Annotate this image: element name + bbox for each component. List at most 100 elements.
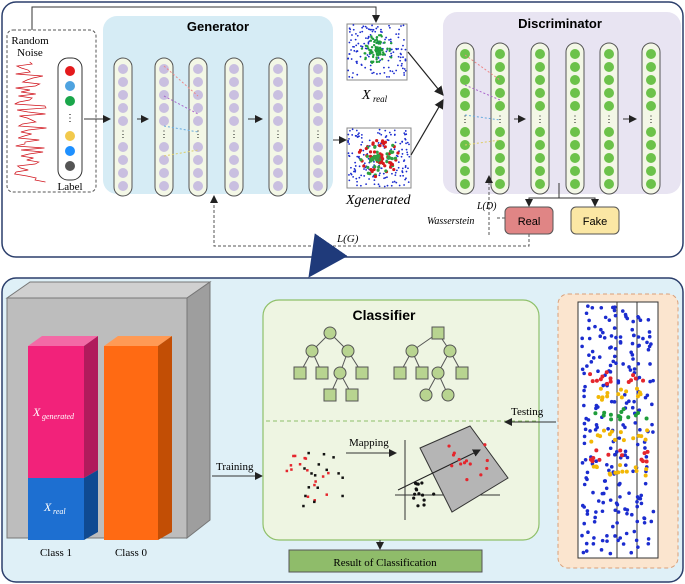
test-point [580, 503, 585, 508]
gen-point [377, 165, 381, 169]
tree-leaf [345, 388, 359, 402]
real-point [403, 74, 406, 76]
real-point [400, 25, 402, 27]
real-point [386, 47, 389, 50]
gen-point [405, 148, 408, 151]
generator-title: Generator [187, 19, 249, 34]
neuron [604, 153, 614, 163]
test-point [624, 314, 628, 319]
real-point [383, 66, 385, 69]
gen-point [347, 152, 350, 155]
classifier-box [262, 299, 540, 541]
mapped-red [468, 462, 472, 466]
test-point [591, 490, 595, 495]
test-point-class [624, 389, 629, 394]
class-point-black [325, 468, 328, 472]
gen-point [380, 157, 385, 161]
gen-point [379, 172, 381, 175]
test-point [627, 365, 631, 369]
test-point [635, 504, 640, 509]
neuron [495, 127, 505, 137]
real-point [392, 51, 395, 54]
test-point-class [616, 392, 621, 397]
gen-point [368, 139, 371, 142]
real-point [348, 41, 351, 44]
test-point [608, 498, 613, 502]
gen-point [395, 154, 398, 157]
real-point [383, 41, 386, 44]
gen-point [384, 136, 387, 139]
gen-point [397, 166, 400, 169]
real-point [400, 48, 403, 51]
gen-point [394, 174, 397, 177]
gen-point [378, 185, 381, 188]
test-point [633, 421, 638, 425]
test-point-class [645, 428, 650, 433]
real-point [371, 24, 373, 27]
test-point-class [616, 470, 621, 475]
test-point-class [591, 464, 596, 469]
real-point [352, 24, 355, 26]
gen-point [348, 179, 351, 182]
test-point [598, 334, 603, 338]
neuron [118, 90, 128, 100]
gen-point [375, 139, 379, 143]
neuron [535, 101, 545, 111]
real-point [387, 59, 390, 62]
gen-point [356, 180, 358, 183]
neuron [570, 153, 580, 163]
real-point [350, 58, 353, 60]
test-point [625, 511, 629, 516]
fake-button[interactable] [570, 206, 620, 235]
test-point [586, 304, 590, 308]
test-point [601, 383, 605, 388]
gen-point [402, 174, 405, 177]
test-point-class [633, 376, 638, 381]
neuron [495, 101, 505, 111]
neuron [495, 49, 505, 59]
test-point [605, 462, 609, 467]
gen-point [347, 141, 350, 144]
test-point [651, 430, 655, 434]
test-point [584, 541, 589, 546]
class-point-red [321, 475, 325, 478]
neuron [159, 90, 169, 100]
test-point [637, 375, 642, 380]
gen-point [348, 154, 350, 157]
gen-point [376, 168, 380, 172]
test-point-class [620, 469, 625, 474]
gen-point [373, 145, 377, 149]
class-point-red [306, 469, 309, 472]
test-point [603, 479, 608, 483]
x-real-sub: real [373, 94, 388, 104]
test-point [628, 368, 633, 372]
gen-point [352, 176, 355, 178]
test-point [607, 468, 611, 473]
test-point-class [624, 469, 629, 474]
mapped-black [420, 481, 424, 485]
gen-point [377, 131, 379, 134]
test-point [646, 317, 651, 322]
test-point-class [590, 459, 595, 464]
neuron [570, 49, 580, 59]
neuron [646, 49, 656, 59]
gen-point [377, 183, 380, 186]
class-point-red [313, 499, 316, 502]
real-point [364, 47, 367, 50]
test-point [586, 326, 591, 331]
gen-point [354, 161, 357, 164]
mapping-label: Mapping [349, 437, 389, 449]
test-point-class [639, 434, 644, 439]
neuron [229, 168, 239, 178]
test-point-class [597, 457, 602, 462]
test-point [601, 500, 606, 505]
test-point [646, 347, 651, 352]
mapped-red [450, 464, 454, 468]
test-point [649, 519, 654, 524]
mapping-plot [395, 425, 509, 520]
neuron [273, 168, 283, 178]
label-dot [65, 161, 75, 171]
mapped-red [485, 458, 489, 463]
gen-point [363, 175, 366, 177]
label-dot [65, 81, 75, 91]
